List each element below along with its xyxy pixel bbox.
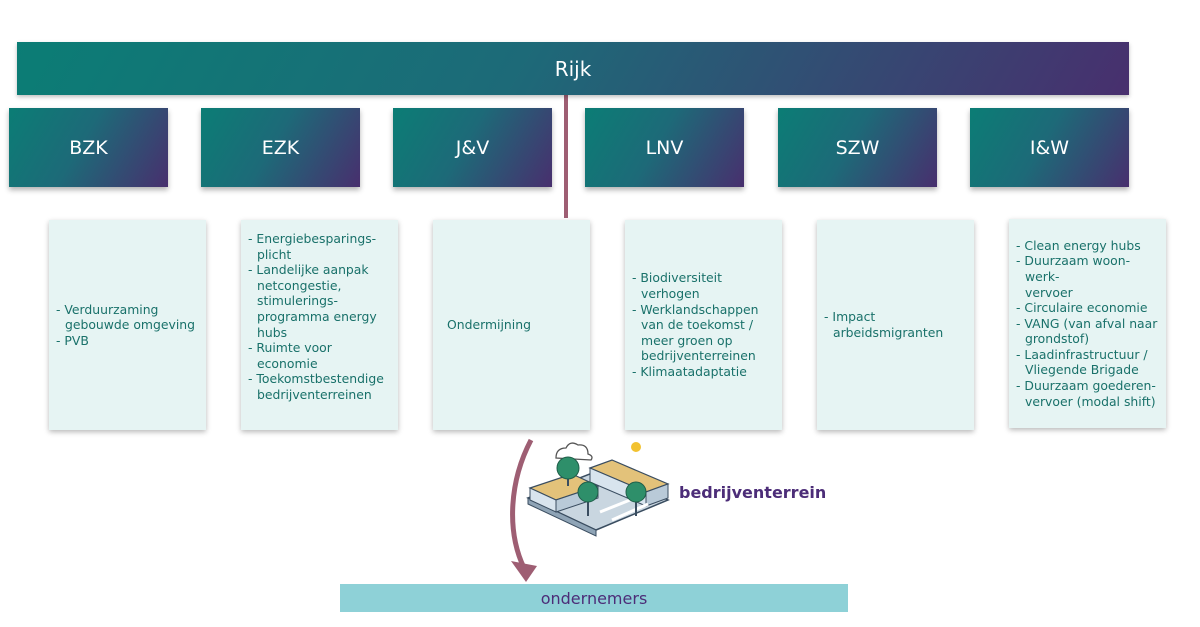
- ministry-box-jv: J&V: [393, 108, 552, 187]
- ondernemers-bar: ondernemers: [340, 584, 848, 612]
- list-item: - Impact arbeidsmigranten: [824, 309, 944, 340]
- list-item: - Werklandschappen van de toekomst / mee…: [632, 301, 759, 364]
- card-text: Ondermijning: [447, 317, 531, 333]
- list-item: - Biodiversiteit verhogen: [632, 270, 722, 302]
- bedrijventerrein-label: bedrijventerrein: [679, 483, 827, 502]
- list-item: - VANG (van afval naar grondstof): [1016, 315, 1158, 347]
- ministry-label-lnv: LNV: [645, 136, 684, 159]
- ministry-label-iw: I&W: [1029, 136, 1070, 159]
- topic-card-lnv: - Biodiversiteit verhogen - Werklandscha…: [625, 220, 782, 430]
- list-item: - Circulaire economie: [1016, 300, 1148, 316]
- ministry-box-ezk: EZK: [201, 108, 360, 187]
- ministry-box-bzk: BZK: [9, 108, 168, 187]
- ministry-box-iw: I&W: [970, 108, 1129, 187]
- business-park-illustration-icon: [526, 442, 670, 537]
- list-item: - Duurzaam goederen- vervoer (modal shif…: [1016, 378, 1156, 409]
- list-item: - Duurzaam woon-werk- vervoer: [1016, 253, 1131, 300]
- ministry-label-bzk: BZK: [69, 136, 108, 159]
- rijk-header-bar: Rijk: [17, 42, 1129, 95]
- list-item: - Ruimte voor economie: [248, 340, 332, 371]
- topic-card-bzk: - Verduurzaming gebouwde omgeving - PVB: [49, 220, 206, 430]
- ministry-label-jv: J&V: [455, 136, 490, 159]
- topic-card-iw: - Clean energy hubs - Duurzaam woon-werk…: [1009, 219, 1166, 428]
- topic-card-ezk: - Energiebesparings- plicht - Landelijke…: [241, 220, 398, 430]
- topic-card-szw: - Impact arbeidsmigranten: [817, 220, 974, 430]
- ondernemers-label: ondernemers: [540, 588, 648, 608]
- ministry-label-szw: SZW: [835, 136, 880, 159]
- flow-arrow-curve: [510, 438, 534, 570]
- list-item: - Verduurzaming gebouwde omgeving: [56, 301, 195, 333]
- ministry-box-lnv: LNV: [585, 108, 744, 187]
- topic-card-jv: Ondermijning: [433, 220, 590, 430]
- list-item: - Landelijke aanpak netcongestie, stimul…: [248, 262, 377, 340]
- list-item: - Toekomstbestendige bedrijventerreinen: [248, 371, 384, 402]
- flow-arrow-head: [511, 561, 537, 582]
- list-item: - Clean energy hubs: [1016, 237, 1141, 253]
- list-item: - Energiebesparings- plicht: [248, 231, 377, 262]
- rijk-title: Rijk: [554, 56, 592, 81]
- list-item: - PVB: [56, 332, 89, 348]
- ministry-box-szw: SZW: [778, 108, 937, 187]
- list-item: - Laadinfrastructuur / Vliegende Brigade: [1016, 346, 1148, 378]
- list-item: - Klimaatadaptatie: [632, 363, 747, 379]
- ministry-label-ezk: EZK: [261, 136, 300, 159]
